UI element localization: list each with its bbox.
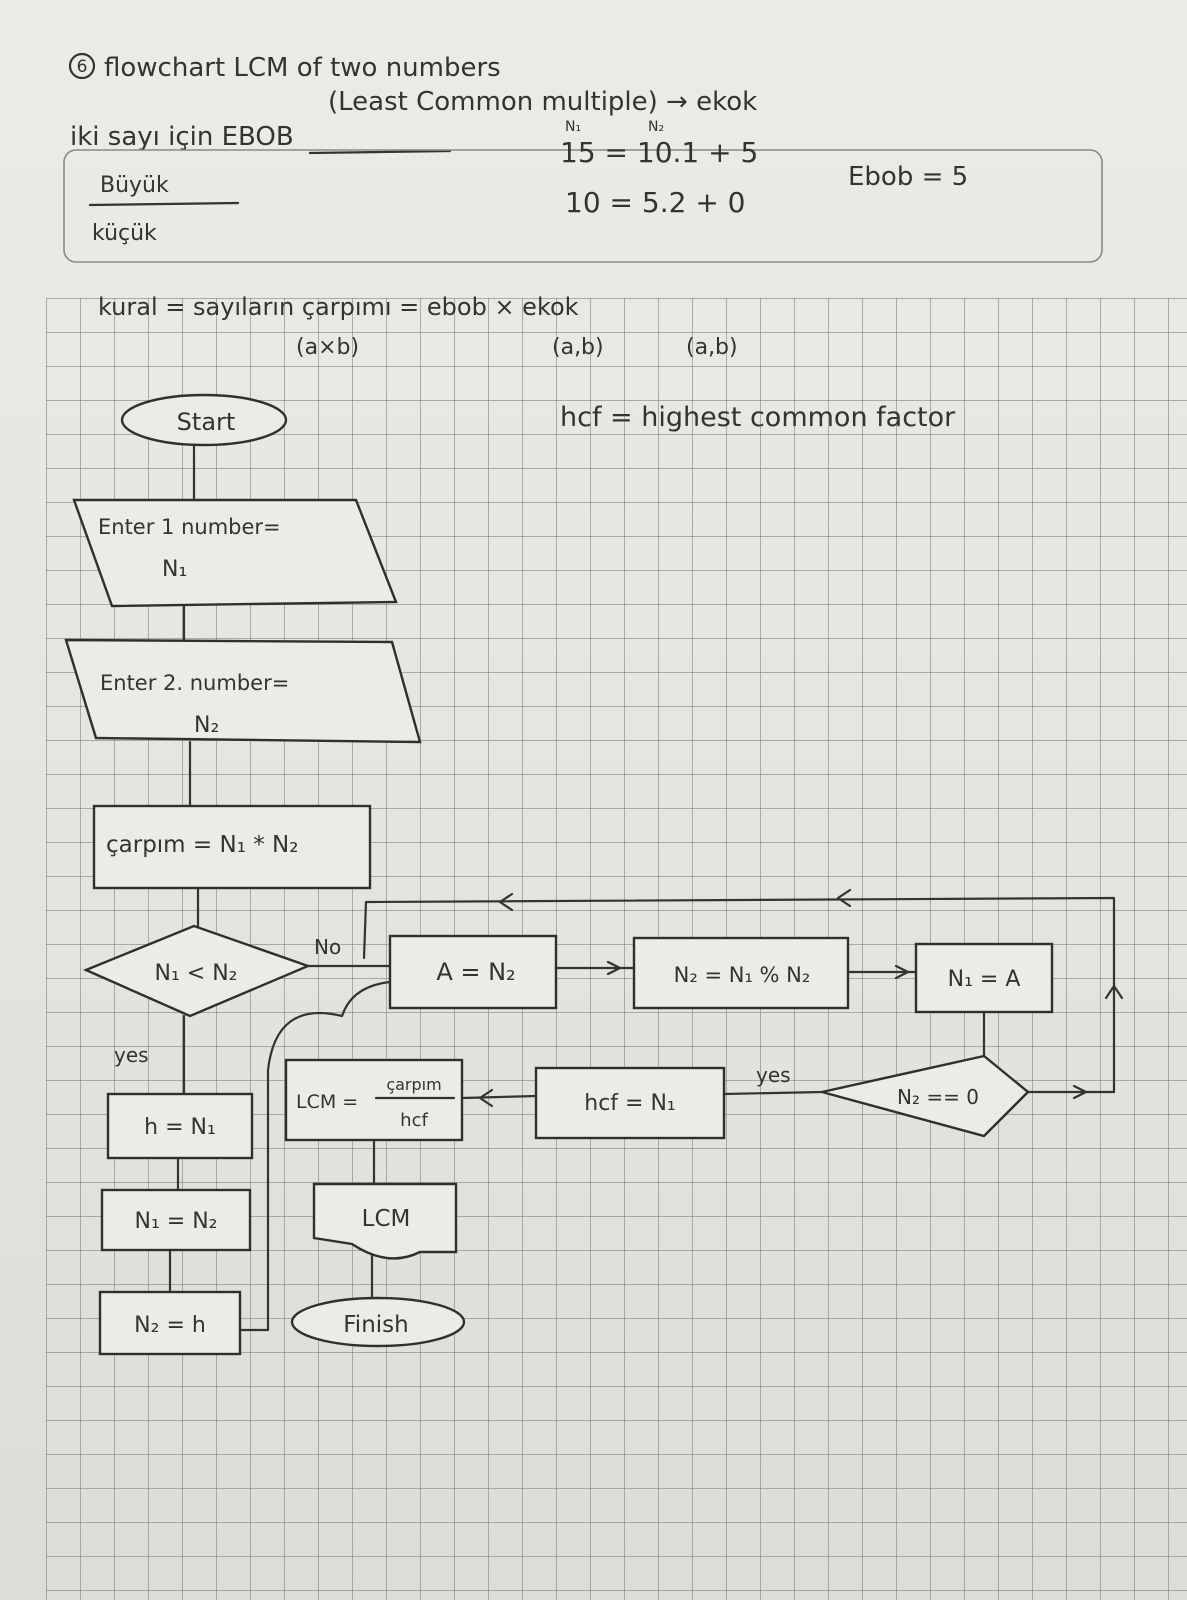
decision1-node: N₁ < N₂ No yes [82, 924, 341, 1067]
input1-parallelogram [72, 498, 398, 608]
ebob-small-label: küçük [92, 221, 157, 246]
input1-node: Enter 1 number= N₁ [72, 498, 398, 608]
decision2-diamond [821, 1054, 1030, 1138]
input2-node: Enter 2. number= N₂ [64, 638, 422, 744]
product-node: çarpım = N₁ * N₂ [92, 804, 372, 890]
swap-h-box [106, 1092, 254, 1160]
assign-a-label: A = N₂ [436, 958, 515, 986]
ebob-fraction-line [88, 201, 240, 207]
rule-sub-ebob: (a,b) [552, 335, 604, 360]
swap-h-label: h = N₁ [144, 1115, 216, 1140]
start-node: Start [120, 393, 288, 447]
ebob-equation-2: 10 = 5.2 + 0 [565, 186, 746, 219]
ebob-var-n1: N₁ [565, 119, 581, 135]
input1-var: N₁ [162, 557, 187, 582]
decision1-no-label: No [314, 935, 341, 959]
page-subtitle: (Least Common multiple) → ekok [328, 87, 757, 117]
decision1-yes-label: yes [114, 1043, 149, 1067]
lcm-lhs: LCM = [296, 1091, 358, 1113]
start-label: Start [177, 408, 236, 436]
assign-n1-label: N₁ = A [948, 967, 1021, 992]
connector-swap-loopback [234, 980, 392, 1332]
swap-h-node: h = N₁ [106, 1092, 254, 1160]
hcf-definition: hcf = highest common factor [560, 402, 956, 433]
product-process-box [92, 804, 372, 890]
finish-terminal [290, 1296, 466, 1348]
arrowhead-decision2-no [1072, 1084, 1088, 1100]
connector-hcf-lcm [460, 1094, 538, 1100]
ebob-heading: iki sayı için EBOB [70, 122, 294, 152]
swap-n2-node: N₂ = h [98, 1290, 242, 1356]
hcf-node: hcf = N₁ [534, 1066, 726, 1140]
arrowhead-loop-left-1 [836, 888, 852, 908]
assign-a-node: A = N₂ [388, 934, 558, 1010]
rule-notes: kural = sayıların çarpımı = ebob × ekok … [98, 293, 956, 433]
lcm-denominator: hcf [400, 1110, 428, 1131]
ebob-big-label: Büyük [100, 173, 169, 198]
ebob-result: Ebob = 5 [848, 162, 968, 192]
arrowhead-a-mod [606, 960, 622, 976]
decision2-label: N₂ == 0 [897, 1085, 979, 1109]
decision1-label: N₁ < N₂ [155, 961, 238, 986]
swap-n1-node: N₁ = N₂ [100, 1188, 252, 1252]
arrowhead-mod-n1a [894, 964, 910, 980]
ebob-var-n2: N₂ [648, 119, 664, 135]
finish-node: Finish [290, 1296, 466, 1348]
item-number: 6 [77, 57, 88, 77]
swap-n2-box [98, 1290, 242, 1356]
output-node: LCM [312, 1182, 458, 1260]
assign-a-box [388, 934, 558, 1010]
connector-decision2-yes [722, 1090, 824, 1096]
finish-label: Finish [343, 1312, 408, 1338]
arrowhead-hcf-lcm [478, 1088, 494, 1108]
connectors [168, 444, 1124, 1332]
swap-n1-label: N₁ = N₂ [135, 1209, 218, 1234]
output-document-shape [312, 1182, 458, 1260]
lcm-box [284, 1058, 464, 1142]
input2-parallelogram [64, 638, 422, 744]
swap-n1-box [100, 1188, 252, 1252]
decision2-yes-label: yes [756, 1063, 791, 1087]
mod-box [632, 936, 850, 1010]
lcm-numerator: çarpım [386, 1075, 441, 1094]
input2-prompt: Enter 2. number= [100, 671, 289, 695]
input2-var: N₂ [194, 713, 219, 738]
input1-prompt: Enter 1 number= [98, 515, 281, 539]
lcm-node: LCM = çarpım hcf [284, 1058, 464, 1142]
hcf-label: hcf = N₁ [584, 1091, 675, 1116]
rule-sub-ekok: (a,b) [686, 335, 738, 360]
arrowhead-loop-left-2 [498, 892, 514, 912]
decision2-node: N₂ == 0 yes [756, 1054, 1030, 1138]
product-label: çarpım = N₁ * N₂ [106, 832, 298, 858]
output-label: LCM [362, 1206, 411, 1232]
header-notes: 6 flowchart LCM of two numbers (Least Co… [68, 52, 757, 155]
start-terminal [120, 393, 288, 447]
rule-text: kural = sayıların çarpımı = ebob × ekok [98, 293, 579, 321]
decision1-diamond [82, 924, 312, 1018]
ebob-heading-underline [308, 149, 452, 155]
hcf-box [534, 1066, 726, 1140]
rule-sub-ab: (a×b) [296, 335, 359, 360]
arrowhead-loop-up [1104, 984, 1124, 1000]
swap-n2-label: N₂ = h [134, 1313, 206, 1338]
ebob-equation-1: 15 = 10.1 + 5 [560, 136, 758, 169]
ebob-box: Büyük küçük N₁ N₂ 15 = 10.1 + 5 10 = 5.2… [63, 119, 1103, 263]
ebob-box-frame [63, 149, 1103, 263]
assign-n1-node: N₁ = A [914, 942, 1054, 1014]
mod-label: N₂ = N₁ % N₂ [674, 963, 811, 987]
assign-n1-box [914, 942, 1054, 1014]
mod-node: N₂ = N₁ % N₂ [632, 936, 850, 1010]
page-title: flowchart LCM of two numbers [104, 53, 501, 83]
connector-loop-back [362, 896, 1116, 1094]
item-number-circle [68, 52, 96, 80]
